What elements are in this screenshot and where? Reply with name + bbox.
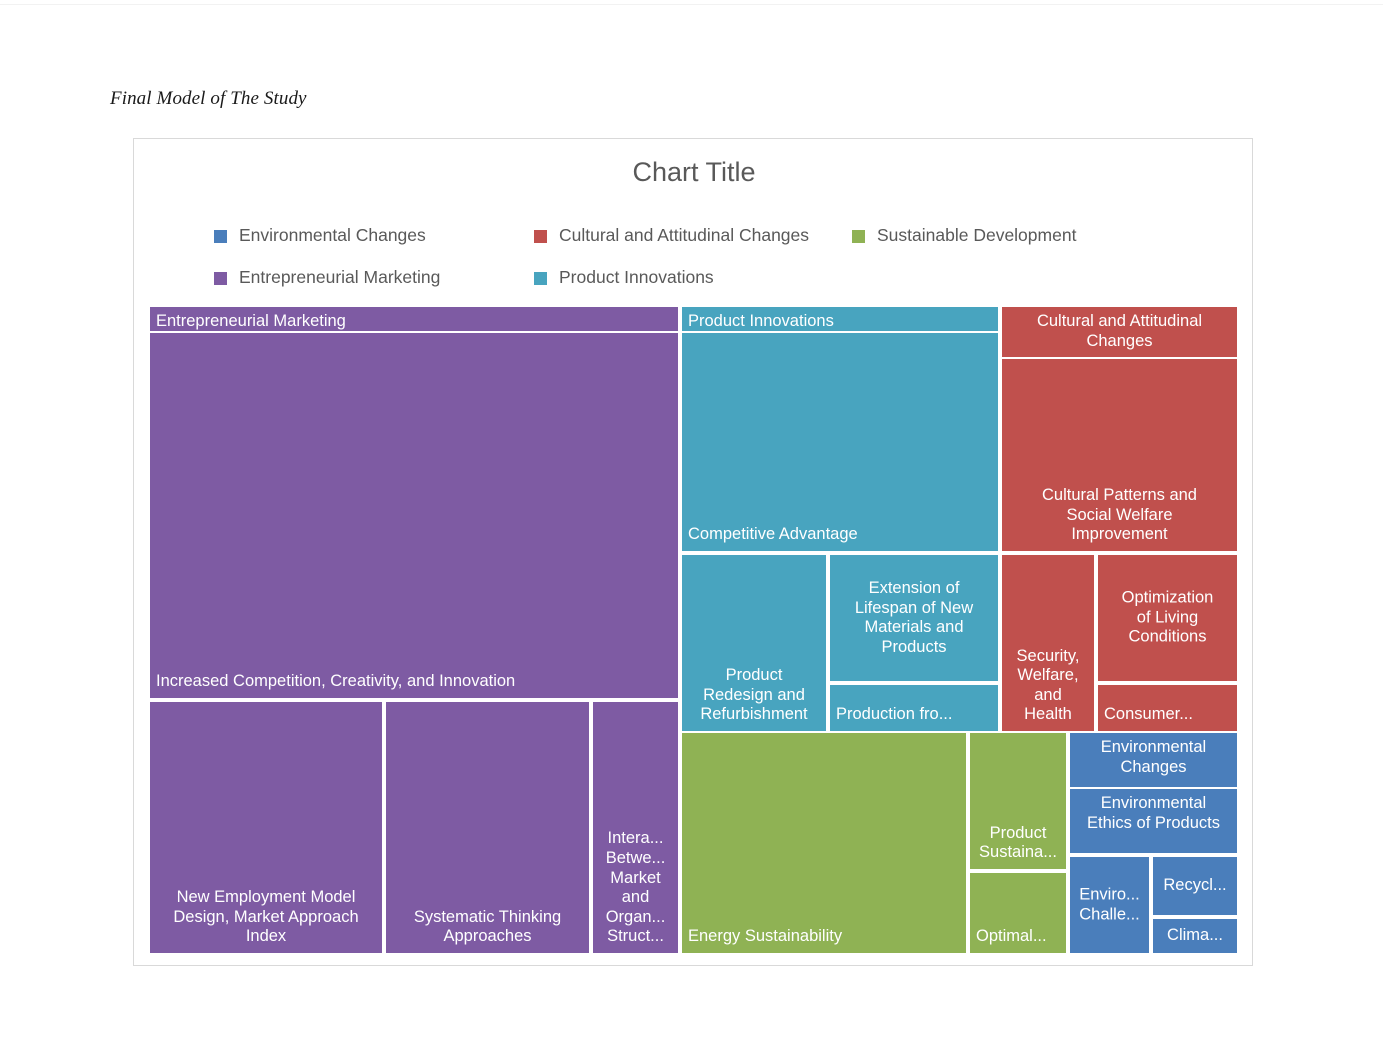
page-top-edge (0, 0, 1383, 5)
legend-item-label: Entrepreneurial Marketing (239, 267, 441, 288)
treemap-tile-environmental-challenges[interactable]: Enviro... Challe... (1068, 855, 1151, 955)
treemap-tile-optimization-of-living-conditions[interactable]: Optimization of Living Conditions (1096, 553, 1239, 683)
treemap-tile-label: Increased Competition, Creativity, and I… (156, 672, 516, 691)
treemap-tile-optimal-use-of-resources[interactable]: Optimal... (968, 871, 1068, 955)
legend-swatch-icon (534, 229, 547, 243)
treemap-group-label: Environmental Changes (1100, 738, 1207, 776)
treemap-tile-competitive-advantage[interactable]: Competitive Advantage (680, 331, 1000, 553)
legend-row-2: Entrepreneurial Marketing Product Innova… (214, 257, 1214, 299)
treemap-group-label: Cultural and Attitudinal Changes (1036, 312, 1203, 350)
treemap-tile-label: New Employment Model Design, Market Appr… (173, 888, 359, 946)
legend-row-1: Environmental Changes Cultural and Attit… (214, 215, 1214, 257)
treemap-plot-area: Entrepreneurial Marketing Increased Comp… (148, 305, 1239, 955)
treemap-tile-label: Environmental Ethics of Products (1087, 794, 1220, 832)
treemap-tile-production-from-recycled-materials[interactable]: Production fro... (828, 683, 1000, 733)
treemap-tile-label: Product Redesign and Refurbishment (700, 666, 808, 724)
treemap-tile-product-sustainability[interactable]: Product Sustaina... (968, 731, 1068, 871)
treemap-tile-label: Intera... Betwe... Market and Organ... S… (605, 829, 666, 946)
treemap-group-header-product-innovations: Product Innovations (680, 305, 1000, 333)
treemap-tile-cultural-patterns-and-social-welfare-improvement[interactable]: Cultural Patterns and Social Welfare Imp… (1000, 357, 1239, 553)
treemap-tile-climate-change[interactable]: Clima... (1151, 917, 1239, 955)
treemap-group-header-cultural-and-attitudinal-changes: Cultural and Attitudinal Changes (1000, 305, 1239, 359)
treemap-tile-label: Consumer... (1104, 705, 1193, 724)
treemap-tile-systematic-thinking-approaches[interactable]: Systematic Thinking Approaches (384, 700, 591, 955)
treemap-tile-label: Systematic Thinking Approaches (413, 907, 562, 946)
treemap-tile-security-welfare-and-health[interactable]: Security, Welfare, and Health (1000, 553, 1096, 733)
legend-swatch-icon (534, 271, 547, 285)
treemap-tile-label: Optimal... (976, 927, 1047, 946)
legend-swatch-icon (214, 229, 227, 243)
document-caption: Final Model of The Study (110, 88, 307, 109)
treemap-tile-label: Extension of Lifespan of New Materials a… (854, 578, 974, 656)
treemap-tile-interaction-between-market-and-organizational-structure[interactable]: Intera... Betwe... Market and Organ... S… (591, 700, 680, 955)
treemap-tile-extension-of-lifespan-of-new-materials-and-products[interactable]: Extension of Lifespan of New Materials a… (828, 553, 1000, 683)
treemap-group-header-environmental-changes: Environmental Changes (1068, 731, 1239, 789)
legend-item-sustainable-development[interactable]: Sustainable Development (852, 227, 1152, 245)
legend-item-label: Environmental Changes (239, 225, 426, 246)
legend-swatch-icon (214, 271, 227, 285)
treemap-tile-label: Recycl... (1163, 876, 1227, 895)
treemap-tile-consumer-awareness[interactable]: Consumer... (1096, 683, 1239, 733)
legend-item-label: Sustainable Development (877, 225, 1077, 246)
legend-item-cultural-and-attitudinal-changes[interactable]: Cultural and Attitudinal Changes (534, 227, 852, 245)
treemap-group-label: Entrepreneurial Marketing (156, 312, 346, 330)
chart-legend: Environmental Changes Cultural and Attit… (214, 215, 1214, 299)
chart-frame: Chart Title Environmental Changes Cultur… (133, 138, 1253, 966)
treemap-group-header-entrepreneurial-marketing: Entrepreneurial Marketing (148, 305, 680, 333)
chart-title: Chart Title (632, 157, 756, 187)
treemap-tile-product-redesign-and-refurbishment[interactable]: Product Redesign and Refurbishment (680, 553, 828, 733)
treemap-tile-increased-competition[interactable]: Increased Competition, Creativity, and I… (148, 331, 680, 700)
treemap-group-label: Product Innovations (688, 312, 834, 330)
treemap-tile-label: Cultural Patterns and Social Welfare Imp… (1041, 486, 1197, 544)
legend-item-environmental-changes[interactable]: Environmental Changes (214, 227, 534, 245)
treemap-tile-label: Enviro... Challe... (1079, 885, 1140, 923)
legend-item-entrepreneurial-marketing[interactable]: Entrepreneurial Marketing (214, 269, 534, 287)
treemap-tile-label: Production fro... (836, 705, 953, 724)
treemap-tile-environmental-ethics-of-products[interactable]: Environmental Ethics of Products (1068, 787, 1239, 855)
legend-item-label: Product Innovations (559, 267, 714, 288)
legend-item-product-innovations[interactable]: Product Innovations (534, 269, 852, 287)
legend-item-label: Cultural and Attitudinal Changes (559, 225, 810, 246)
treemap-tile-label: Energy Sustainability (688, 927, 843, 946)
treemap-tile-label: Product Sustaina... (979, 823, 1057, 862)
treemap-tile-label: Competitive Advantage (688, 525, 858, 544)
treemap-tile-label: Security, Welfare, and Health (1016, 646, 1080, 724)
legend-swatch-icon (852, 229, 865, 243)
treemap-tile-recycling[interactable]: Recycl... (1151, 855, 1239, 917)
treemap-tile-energy-sustainability[interactable]: Energy Sustainability (680, 731, 968, 955)
treemap-tile-label: Optimization of Living Conditions (1121, 588, 1214, 646)
treemap-tile-label: Clima... (1167, 926, 1223, 945)
treemap-tile-new-employment-model-design[interactable]: New Employment Model Design, Market Appr… (148, 700, 384, 955)
